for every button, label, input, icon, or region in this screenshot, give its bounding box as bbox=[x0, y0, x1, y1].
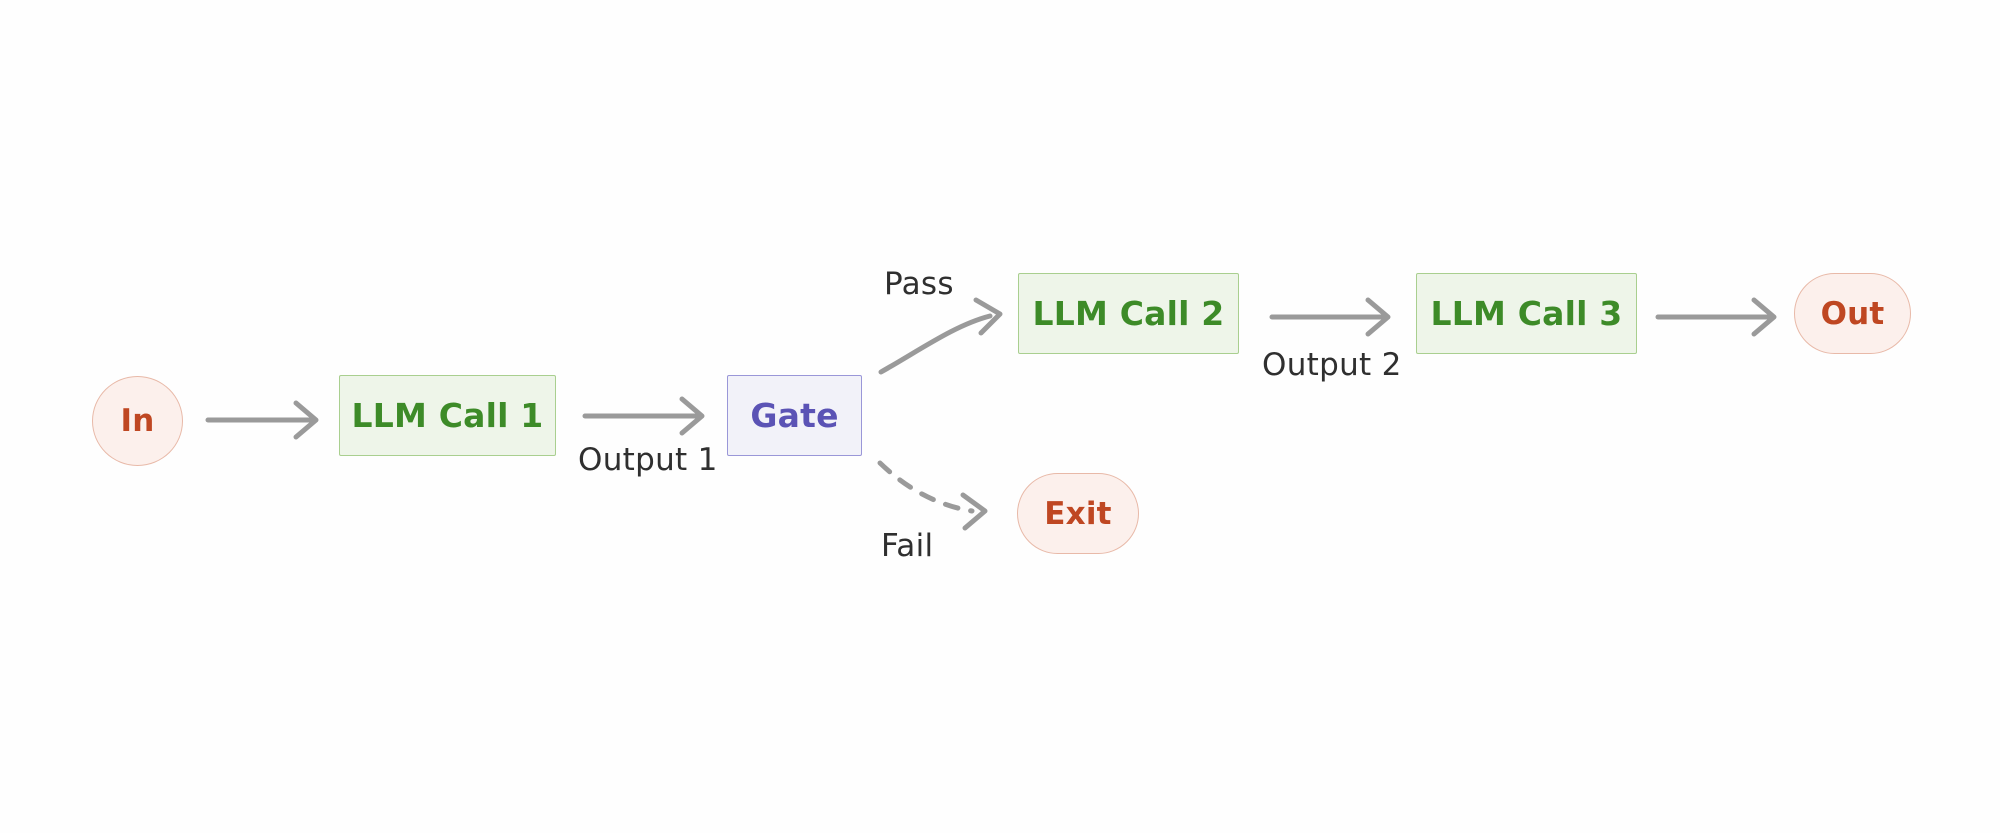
node-in-label: In bbox=[120, 403, 155, 439]
node-llm-call-2[interactable]: LLM Call 2 bbox=[1018, 273, 1239, 354]
edge-in-to-call1 bbox=[205, 400, 319, 440]
node-llm-call-3[interactable]: LLM Call 3 bbox=[1416, 273, 1637, 354]
edge-label-output-2: Output 2 bbox=[1262, 347, 1402, 383]
node-gate-label: Gate bbox=[750, 396, 839, 435]
node-out-label: Out bbox=[1820, 295, 1885, 332]
edge-call1-to-gate bbox=[582, 396, 705, 436]
edge-gate-to-call2 bbox=[878, 297, 1003, 375]
edge-call3-to-out bbox=[1655, 297, 1777, 337]
edge-label-output-1: Output 1 bbox=[578, 442, 718, 478]
edge-gate-to-exit bbox=[877, 460, 988, 531]
edge-label-pass: Pass bbox=[884, 266, 954, 302]
node-in[interactable]: In bbox=[92, 376, 183, 466]
edge-call2-to-call3 bbox=[1269, 297, 1391, 337]
node-exit[interactable]: Exit bbox=[1017, 473, 1139, 554]
node-out[interactable]: Out bbox=[1794, 273, 1911, 354]
node-llm-call-3-label: LLM Call 3 bbox=[1430, 294, 1623, 333]
edge-label-fail: Fail bbox=[881, 528, 934, 564]
node-llm-call-1-label: LLM Call 1 bbox=[351, 396, 544, 435]
node-exit-label: Exit bbox=[1044, 495, 1112, 532]
node-gate[interactable]: Gate bbox=[727, 375, 862, 456]
node-llm-call-1[interactable]: LLM Call 1 bbox=[339, 375, 556, 456]
node-llm-call-2-label: LLM Call 2 bbox=[1032, 294, 1225, 333]
